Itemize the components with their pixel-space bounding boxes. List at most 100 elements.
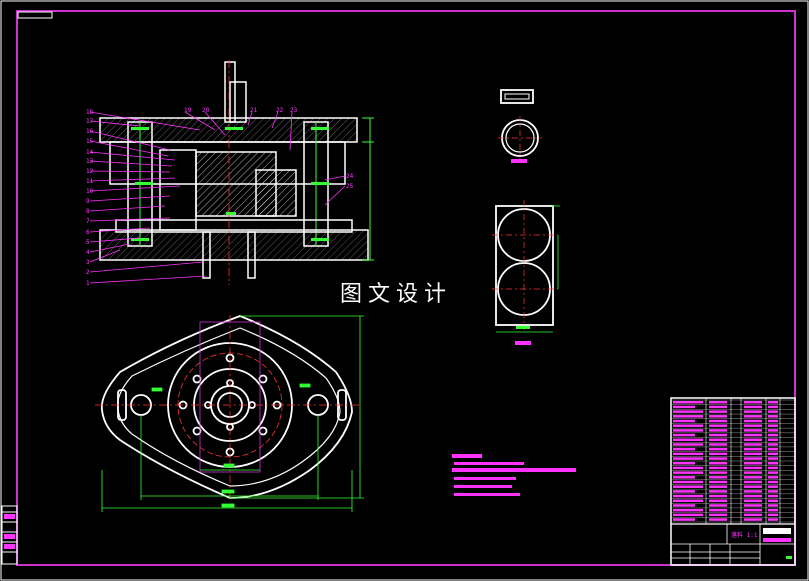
part-number: 16 (86, 128, 94, 135)
parts-list (670, 397, 796, 566)
parts-list-entry (673, 462, 695, 465)
parts-list-entry (744, 513, 762, 517)
detail-dimensions (496, 205, 560, 333)
left-part-numbers: 18 17 16 15 14 13 12 11 10 9 8 7 6 5 4 3… (86, 109, 94, 287)
parts-list-entry (673, 433, 695, 437)
parts-list-entry (709, 457, 727, 460)
detail-label-1 (511, 159, 527, 163)
top-part-numbers: 19 20 21 22 23 (184, 107, 298, 114)
part-number: 18 (86, 109, 94, 116)
part-number: 2 (86, 269, 90, 276)
part-number: 13 (86, 158, 94, 165)
part-number: 15 (86, 138, 94, 145)
parts-list-entry (768, 518, 778, 521)
parts-list-entry (673, 415, 703, 418)
parts-list-entry (744, 490, 762, 493)
parts-list-entry (709, 466, 727, 470)
parts-list-entry (744, 419, 762, 423)
part-number: 1 (86, 280, 90, 287)
flange-outline (100, 315, 353, 499)
part-number: 10 (86, 188, 94, 195)
parts-list-entry (744, 424, 762, 427)
parts-list-entry (744, 471, 762, 474)
left-margin-table (1, 505, 18, 565)
frame-corner-mark (17, 11, 53, 19)
parts-list-entry (709, 429, 727, 432)
parts-list-entry (709, 462, 727, 465)
parts-list-entry (709, 433, 727, 437)
parts-list-entry (673, 504, 695, 507)
parts-list-entry (768, 490, 778, 493)
part-number: 24 (346, 173, 354, 180)
part-number: 20 (202, 107, 210, 114)
parts-list-entry (709, 471, 727, 474)
strip-layout (495, 205, 554, 326)
parts-list-entry (744, 476, 762, 479)
part-number: 6 (86, 229, 90, 236)
parts-list-entry (768, 424, 778, 427)
parts-list-entry (673, 438, 703, 442)
parts-list-entry (768, 476, 778, 479)
parts-list-entry (673, 499, 703, 503)
parts-list-entry (744, 508, 762, 512)
parts-list-entry (768, 410, 778, 413)
parts-list-entry (673, 508, 703, 512)
parts-list-entry (744, 466, 762, 470)
detail-label-2 (515, 341, 531, 345)
parts-list-entry (768, 452, 778, 456)
parts-list-entry (768, 438, 778, 442)
part-number: 21 (250, 107, 258, 114)
parts-list-entry (768, 433, 778, 437)
detail-views (495, 89, 554, 326)
parts-list-entry (673, 471, 703, 474)
parts-list-entry (768, 447, 778, 451)
title-block (671, 524, 795, 565)
parts-list-entry (744, 415, 762, 418)
part-number: 4 (86, 249, 90, 256)
parts-list-entry (744, 429, 762, 432)
parts-list-entry (744, 485, 762, 488)
parts-list-entry (673, 513, 703, 517)
part-number: 25 (346, 183, 354, 190)
plan-view-centerlines (95, 315, 360, 500)
parts-list-entry (673, 410, 703, 413)
parts-list-entry (709, 480, 727, 484)
parts-list-entry (709, 485, 727, 488)
technical-notes (452, 454, 576, 496)
parts-list-entry (673, 405, 695, 409)
parts-list-rows (671, 399, 795, 523)
parts-list-entry (744, 499, 762, 503)
parts-list-entry (768, 513, 778, 517)
part-number: 5 (86, 239, 90, 246)
part-number: 14 (86, 149, 94, 156)
parts-list-entry (744, 452, 762, 456)
parts-list-entry (744, 518, 762, 521)
parts-list-entry (744, 405, 762, 409)
part-number: 23 (290, 107, 298, 114)
parts-list-entry (673, 424, 703, 427)
parts-list-entry (673, 480, 703, 484)
parts-list-entry (709, 419, 727, 423)
parts-list-entry (709, 438, 727, 442)
parts-list-entry (709, 405, 727, 409)
parts-list-entry (709, 424, 727, 427)
parts-list-entry (673, 419, 695, 423)
part-number: 7 (86, 218, 90, 225)
parts-list-entry (709, 476, 727, 479)
parts-list-entry (768, 419, 778, 423)
part-number: 22 (276, 107, 284, 114)
parts-list-entry (768, 508, 778, 512)
parts-list-entry (709, 513, 727, 517)
left-leaders (89, 111, 346, 284)
parts-list-entry (673, 452, 703, 456)
part-number: 19 (184, 107, 192, 114)
parts-list-entry (709, 410, 727, 413)
parts-list-entry (673, 518, 695, 521)
parts-list-entry (673, 457, 703, 460)
parts-list-entry (744, 494, 762, 498)
parts-list-entry (709, 415, 727, 418)
parts-list-entry (709, 504, 727, 507)
parts-list-entry (744, 447, 762, 451)
